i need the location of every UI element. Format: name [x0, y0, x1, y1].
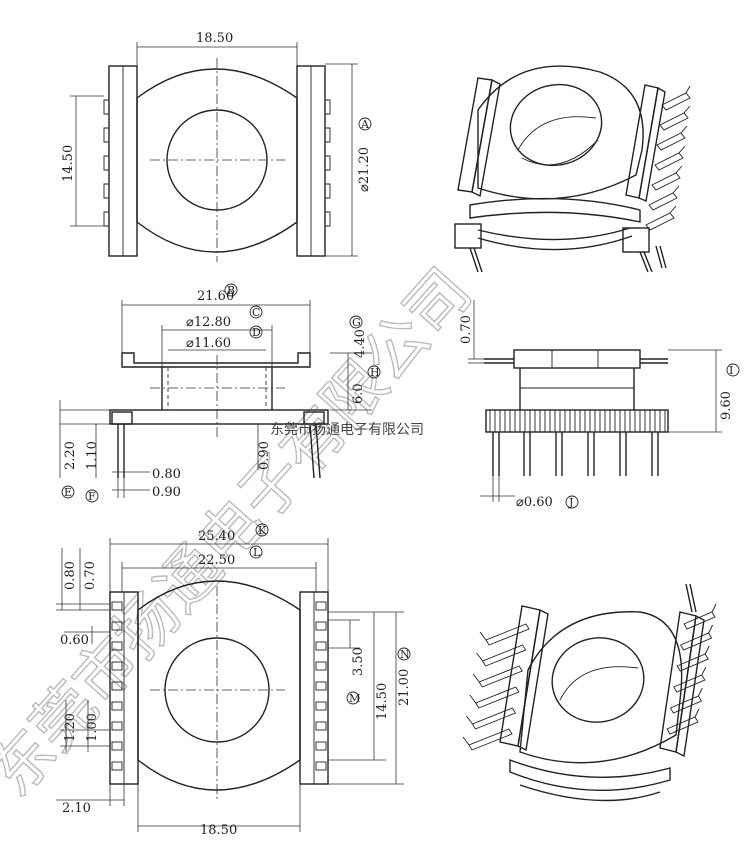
bottom-2100-dim: 21.00	[397, 669, 412, 706]
marker-i: I	[729, 364, 733, 377]
marker-a: A	[360, 118, 370, 131]
side-216-dim: 21.60	[197, 289, 234, 304]
side-60-dim: 6.0	[351, 383, 366, 404]
marker-n: N	[400, 648, 410, 661]
iso-view-top	[454, 65, 691, 273]
top-height-dim: 14.50	[61, 145, 76, 182]
side-090b-dim: 0.90	[257, 441, 272, 470]
marker-g: G	[352, 316, 361, 329]
side-view: 21.60 B ⌀12.80 C ⌀11.60 D 4.40 G 6.0 H 2…	[59, 283, 424, 503]
marker-h: H	[370, 366, 380, 379]
marker-d: D	[252, 326, 261, 339]
top-view: 18.50 14.50 ⌀21.20 A	[61, 31, 372, 262]
marker-b: B	[227, 284, 235, 297]
end-pin-dia-dim: ⌀0.60	[516, 495, 553, 510]
side-080-dim: 0.80	[152, 467, 181, 482]
end-070-dim: 0.70	[459, 315, 474, 344]
side-128-dim: ⌀12.80	[186, 315, 231, 330]
end-view: 0.70 9.60 I ⌀0.60 J	[459, 300, 740, 510]
bottom-1450-dim: 14.50	[375, 683, 390, 720]
side-22-dim: 2.20	[63, 441, 78, 470]
marker-k: K	[258, 524, 267, 537]
iso-view-bottom	[462, 583, 717, 802]
marker-m: M	[349, 692, 360, 705]
bottom-060-dim: 0.60	[60, 633, 89, 648]
top-width-dim: 18.50	[196, 31, 233, 46]
marker-c: C	[252, 306, 260, 319]
top-diameter-dim: ⌀21.20	[357, 147, 372, 192]
company-label: 东莞市扬通电子有限公司	[270, 421, 424, 438]
bottom-1850-dim: 18.50	[200, 823, 237, 838]
marker-e: E	[64, 486, 72, 499]
side-090a-dim: 0.90	[152, 485, 181, 500]
bottom-080-dim: 0.80	[63, 561, 78, 590]
bottom-210-dim: 2.10	[62, 801, 91, 816]
bottom-100-dim: 1.00	[85, 713, 100, 742]
marker-f: F	[88, 490, 96, 503]
marker-j: J	[568, 496, 573, 509]
bottom-254-dim: 25.40	[198, 529, 235, 544]
side-116-dim: ⌀11.60	[186, 336, 231, 351]
bottom-120-dim: 1.20	[63, 713, 78, 742]
bottom-225-dim: 22.50	[198, 553, 235, 568]
bottom-view: 25.40 K 22.50 L 0.80 0.70 0.60 1.20 1.00…	[56, 523, 412, 838]
bottom-350-dim: 3.50	[351, 647, 366, 676]
marker-l: L	[253, 546, 261, 559]
side-11-dim: 1.10	[85, 441, 100, 470]
side-44-dim: 4.40	[353, 329, 368, 358]
end-960-dim: 9.60	[719, 391, 734, 420]
bottom-070-dim: 0.70	[83, 561, 98, 590]
